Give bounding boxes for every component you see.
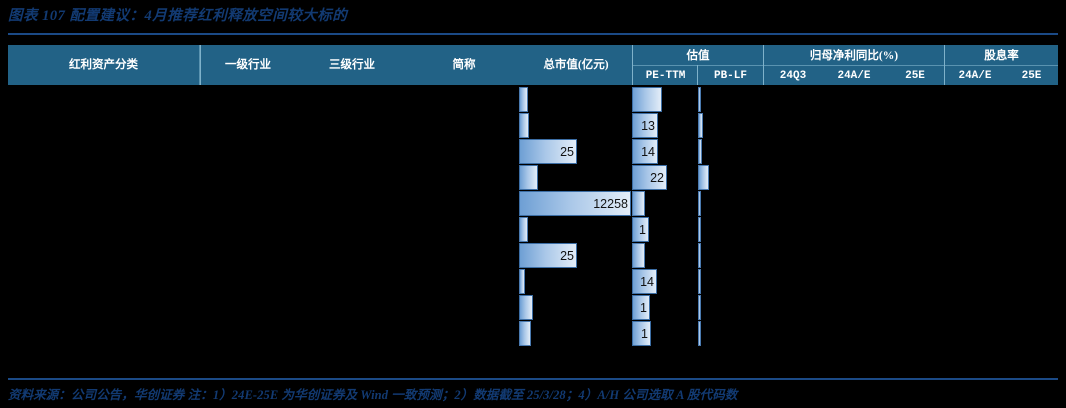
- column-header-category: 红利资产分类: [8, 45, 200, 85]
- databar-value: 1: [639, 222, 646, 237]
- table-header: 红利资产分类 一级行业 三级行业 简称 总市值(亿元) 估值 PE-TTM PB…: [8, 45, 1058, 85]
- databar-value: 1: [640, 300, 647, 315]
- column-header-24ae-dividend: 24A/E: [945, 65, 1005, 85]
- column-header-marketcap: 总市值(亿元): [520, 45, 632, 85]
- page-title: 图表 107 配置建议：4月推荐红利释放空间较大标的: [8, 8, 348, 24]
- databar-cell-pb-lf: [698, 165, 709, 190]
- databar-cell-pb-lf: [698, 217, 701, 242]
- databar-cell-marketcap: 25: [519, 243, 577, 268]
- group-header-valuation: 估值: [633, 45, 763, 65]
- databar-value: 12258: [593, 196, 628, 211]
- source-note: 资料来源：公司公告，华创证券 注：1）24E-25E 为华创证券及 Wind 一…: [8, 388, 738, 402]
- table-body: 13 25 14 22 12258 1 25 14 1 1: [8, 86, 1058, 376]
- header-separator: [944, 45, 945, 85]
- databar-value: 25: [560, 248, 574, 263]
- header-separator: [632, 45, 633, 85]
- databar-cell-pe-ttm: 14: [632, 139, 658, 164]
- header-separator: [697, 65, 698, 85]
- databar-cell-marketcap: 12258: [519, 191, 631, 216]
- databar-cell-pe-ttm: [632, 87, 662, 112]
- databar-cell-pb-lf: [698, 191, 701, 216]
- databar-cell-pb-lf: [698, 139, 702, 164]
- footer-divider: [8, 378, 1058, 380]
- databar-cell-pe-ttm: 1: [632, 295, 650, 320]
- column-header-pe-ttm: PE-TTM: [633, 65, 698, 85]
- databar-cell-marketcap: 25: [519, 139, 577, 164]
- databar-cell-pe-ttm: 22: [632, 165, 667, 190]
- column-header-pb-lf: PB-LF: [698, 65, 763, 85]
- databar-value: 13: [641, 118, 655, 133]
- databar-cell-pb-lf: [698, 269, 701, 294]
- databar-cell-pb-lf: [698, 87, 701, 112]
- column-header-25e-profit: 25E: [886, 65, 944, 85]
- column-header-shortname: 简称: [408, 45, 520, 85]
- group-header-profit-growth: 归母净利同比(%): [764, 45, 944, 65]
- title-divider: [8, 33, 1058, 35]
- databar-value: 1: [641, 326, 648, 341]
- databar-cell-marketcap: [519, 321, 531, 346]
- databar-cell-marketcap: [519, 113, 529, 138]
- databar-cell-marketcap: [519, 295, 533, 320]
- header-separator: [763, 45, 764, 85]
- column-header-industry3: 三级行业: [296, 45, 408, 85]
- databar-value: 22: [650, 170, 664, 185]
- databar-cell-marketcap: [519, 269, 525, 294]
- databar-cell-pe-ttm: 13: [632, 113, 658, 138]
- databar-cell-pb-lf: [698, 321, 701, 346]
- databar-cell-marketcap: [519, 217, 528, 242]
- databar-cell-pb-lf: [698, 113, 703, 138]
- databar-value: 14: [641, 144, 655, 159]
- column-header-24ae-profit: 24A/E: [822, 65, 886, 85]
- databar-value: 14: [640, 274, 654, 289]
- databar-cell-pe-ttm: [632, 191, 645, 216]
- databar-cell-pe-ttm: 1: [632, 321, 651, 346]
- databar-cell-pe-ttm: [632, 243, 645, 268]
- databar-cell-marketcap: [519, 165, 538, 190]
- header-separator: [200, 45, 201, 85]
- group-header-dividend-yield: 股息率: [945, 45, 1058, 65]
- column-header-industry1: 一级行业: [200, 45, 296, 85]
- databar-cell-pb-lf: [698, 243, 701, 268]
- databar-cell-pe-ttm: 1: [632, 217, 649, 242]
- databar-cell-pb-lf: [698, 295, 701, 320]
- column-header-25e-dividend: 25E: [1005, 65, 1058, 85]
- databar-cell-marketcap: [519, 87, 528, 112]
- column-header-24q3: 24Q3: [764, 65, 822, 85]
- databar-value: 25: [560, 144, 574, 159]
- databar-cell-pe-ttm: 14: [632, 269, 657, 294]
